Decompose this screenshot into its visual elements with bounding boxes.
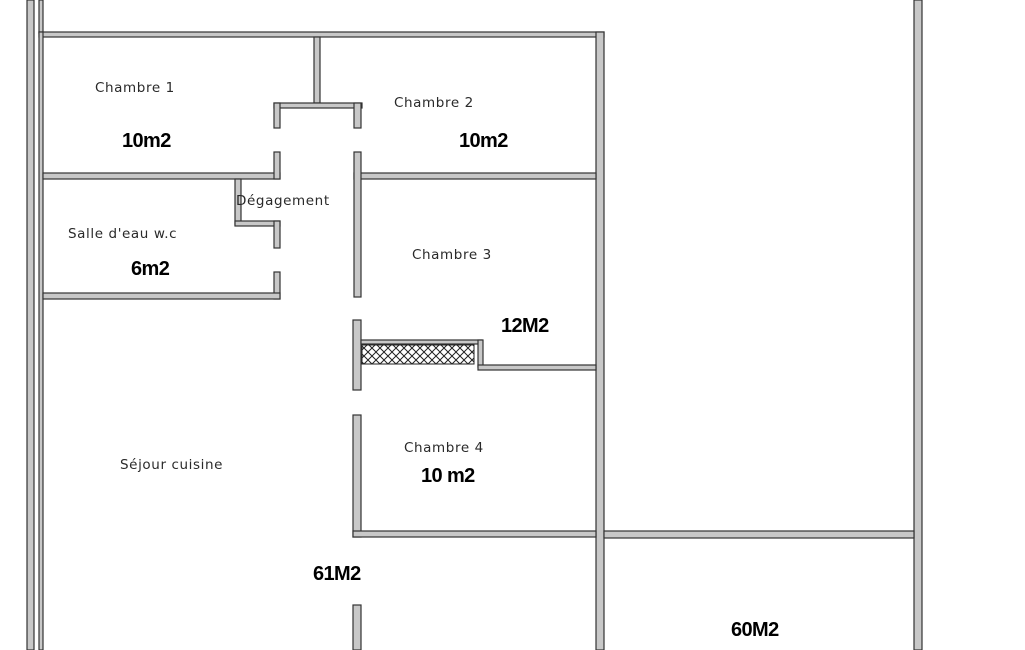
wall [313, 36, 321, 104]
wall [360, 339, 483, 345]
wall [273, 102, 281, 129]
room-name-chambre-2: Chambre 2 [394, 95, 474, 111]
wall [38, 0, 44, 34]
wall [595, 31, 605, 650]
room-name-degagement: Dégagement [236, 193, 330, 209]
wall [273, 151, 281, 180]
room-area-chambre-4: 10 m2 [421, 465, 475, 487]
room-name-chambre-3: Chambre 3 [412, 247, 492, 263]
walls [26, 0, 923, 650]
wall [38, 31, 44, 650]
wall [234, 220, 281, 227]
wall [42, 172, 281, 180]
wall [352, 414, 362, 538]
room-area-sejour-cuisine: 61M2 [313, 563, 361, 585]
room-name-sejour-cuisine: Séjour cuisine [120, 457, 223, 473]
wall [352, 319, 362, 391]
wall [353, 151, 362, 298]
wall [913, 0, 923, 650]
wall [42, 292, 281, 300]
room-name-salle-eau: Salle d'eau w.c [68, 226, 177, 242]
wall [603, 530, 915, 539]
wall [352, 530, 597, 538]
room-area-chambre-3: 12M2 [501, 315, 549, 337]
wall [353, 172, 597, 180]
room-area-annex: 60M2 [731, 619, 779, 641]
wall [477, 339, 484, 368]
wall [353, 102, 362, 129]
room-area-chambre-2: 10m2 [459, 130, 508, 152]
wall [26, 0, 35, 650]
wall [38, 31, 605, 38]
room-area-salle-eau: 6m2 [131, 258, 170, 280]
room-name-chambre-1: Chambre 1 [95, 80, 175, 96]
room-name-chambre-4: Chambre 4 [404, 440, 484, 456]
closet-hatch [361, 344, 475, 365]
wall [273, 220, 281, 249]
wall [352, 604, 362, 650]
room-area-chambre-1: 10m2 [122, 130, 171, 152]
wall [273, 102, 363, 109]
wall [477, 364, 597, 371]
